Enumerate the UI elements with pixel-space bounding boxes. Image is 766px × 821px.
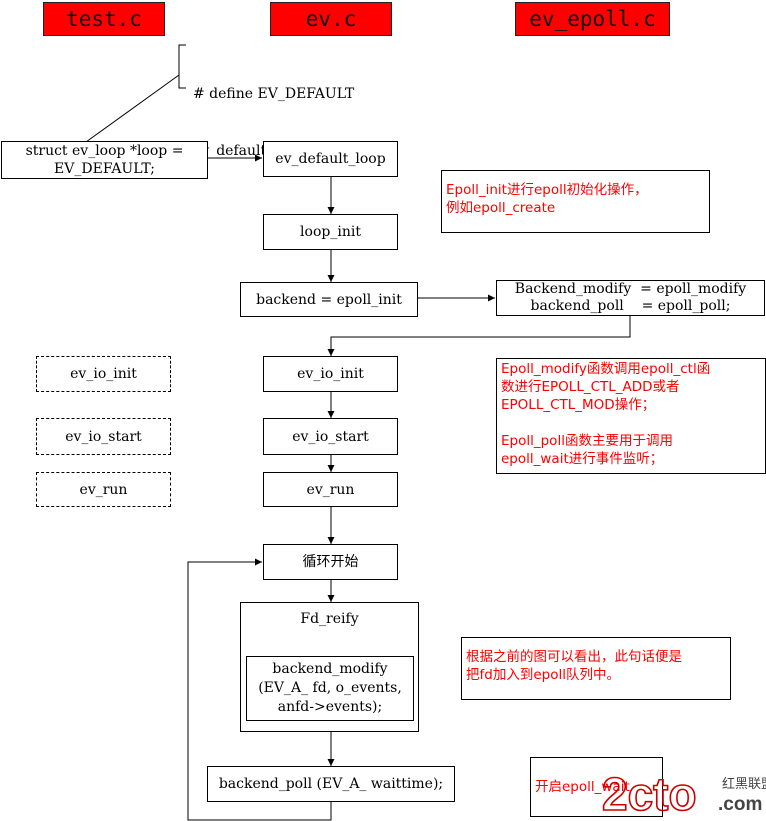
ev-io-start-box: ev_io_start xyxy=(263,418,398,455)
watermark-domain: .com xyxy=(718,794,762,815)
backend-poll-box: backend_poll (EV_A_ waittime); xyxy=(207,766,455,802)
note-modify-poll-line-3: EPOLL_CTL_MOD操作； xyxy=(501,397,656,413)
watermark-tagline: 红黑联盟 xyxy=(722,776,766,792)
struct-loop-box: struct ev_loop *loop = EV_DEFAULT; xyxy=(1,141,208,179)
fd-reify-label: Fd_reify xyxy=(300,611,359,627)
loop-start-box: 循环开始 xyxy=(263,544,398,580)
loop-init-box: loop_init xyxy=(263,214,398,250)
watermark-logo-icon: 2cto 红黑联盟 .com xyxy=(601,767,766,821)
loop-start-label: 循环开始 xyxy=(302,554,359,570)
ev-io-init-box: ev_io_init xyxy=(263,356,398,392)
backend-modify-box: backend_modify (EV_A_ fd, o_events, anfd… xyxy=(246,656,414,721)
ev-io-init-label: ev_io_init xyxy=(297,366,364,382)
define-line-1: # define EV_DEFAULT xyxy=(193,86,355,102)
note-modify-poll-line-1: Epoll_modify函数调用epoll_ctl函 xyxy=(501,361,711,377)
ev-run-box: ev_run xyxy=(263,472,398,507)
header-test-c-label: test.c xyxy=(66,7,142,31)
test-ev-io-start-box: ev_io_start xyxy=(36,418,171,455)
backend-poll-label: backend_poll (EV_A_ waittime); xyxy=(218,776,444,792)
note-modify-poll-line-4: Epoll_poll函数主要用于调用 xyxy=(501,433,673,449)
test-ev-io-init-box: ev_io_init xyxy=(36,356,171,392)
header-ev-c-label: ev.c xyxy=(305,7,357,31)
backend-modify-line-1: backend_modify xyxy=(272,661,388,677)
header-ev-c: ev.c xyxy=(270,2,392,36)
note-fd-add-line-2: 把fd加入到epoll队列中。 xyxy=(466,667,620,683)
note-modify-poll-line-5: epoll_wait进行事件监听； xyxy=(501,451,664,467)
note-epoll-wait-line-1: 开启epoll_wait xyxy=(535,779,630,795)
note-epoll-init: Epoll_init进行epoll初始化操作， 例如epoll_create xyxy=(441,170,710,233)
test-ev-run-box: ev_run xyxy=(36,472,171,507)
header-test-c: test.c xyxy=(43,2,165,36)
note-modify-poll-spacer xyxy=(501,414,761,432)
arrow-loop-back xyxy=(187,558,332,821)
arrow-assign-to-ioinit xyxy=(327,316,631,356)
note-modify-poll-line-2: 数进行EPOLL_CTL_ADD或者 xyxy=(501,379,680,395)
watermark: 2cto 红黑联盟 .com xyxy=(600,766,766,821)
epoll-assign-box: Backend_modify = epoll_modify backend_po… xyxy=(496,280,765,316)
note-fd-add: 根据之前的图可以看出，此句话便是 把fd加入到epoll队列中。 xyxy=(461,637,731,700)
struct-line-2: EV_DEFAULT; xyxy=(54,161,155,177)
epoll-assign-line-2: backend_poll = epoll_poll; xyxy=(530,298,731,314)
note-epoll-init-line-2: 例如epoll_create xyxy=(446,200,556,216)
backend-modify-line-3: anfd->events); xyxy=(277,699,383,715)
backend-modify-line-2: (EV_A_ fd, o_events, xyxy=(258,680,402,696)
define-bracket xyxy=(178,44,186,89)
watermark-logo: 2cto xyxy=(602,768,697,820)
backend-init-label: backend = epoll_init xyxy=(256,291,402,308)
loop-init-label: loop_init xyxy=(300,224,361,240)
note-epoll-init-line-1: Epoll_init进行epoll初始化操作， xyxy=(446,182,648,198)
ev-run-label: ev_run xyxy=(306,481,355,498)
ev-default-loop-box: ev_default_loop xyxy=(263,141,398,177)
ev-default-loop-label: ev_default_loop xyxy=(275,151,386,167)
struct-line-1: struct ev_loop *loop = xyxy=(25,143,184,159)
epoll-assign-line-1: Backend_modify = epoll_modify xyxy=(514,281,747,297)
note-fd-add-line-1: 根据之前的图可以看出，此句话便是 xyxy=(466,649,682,665)
header-ev-epoll-c: ev_epoll.c xyxy=(515,2,670,36)
test-ev-io-start-label: ev_io_start xyxy=(65,428,142,445)
backend-init-box: backend = epoll_init xyxy=(240,282,418,317)
note-modify-poll: Epoll_modify函数调用epoll_ctl函 数进行EPOLL_CTL_… xyxy=(496,358,766,474)
header-ev-epoll-c-label: ev_epoll.c xyxy=(529,7,656,31)
note-epoll-wait: 开启epoll_wait xyxy=(530,757,663,817)
ev-io-start-label: ev_io_start xyxy=(292,428,369,445)
test-ev-run-label: ev_run xyxy=(79,481,128,498)
define-pointer-line xyxy=(85,74,180,143)
test-ev-io-init-label: ev_io_init xyxy=(70,366,137,382)
